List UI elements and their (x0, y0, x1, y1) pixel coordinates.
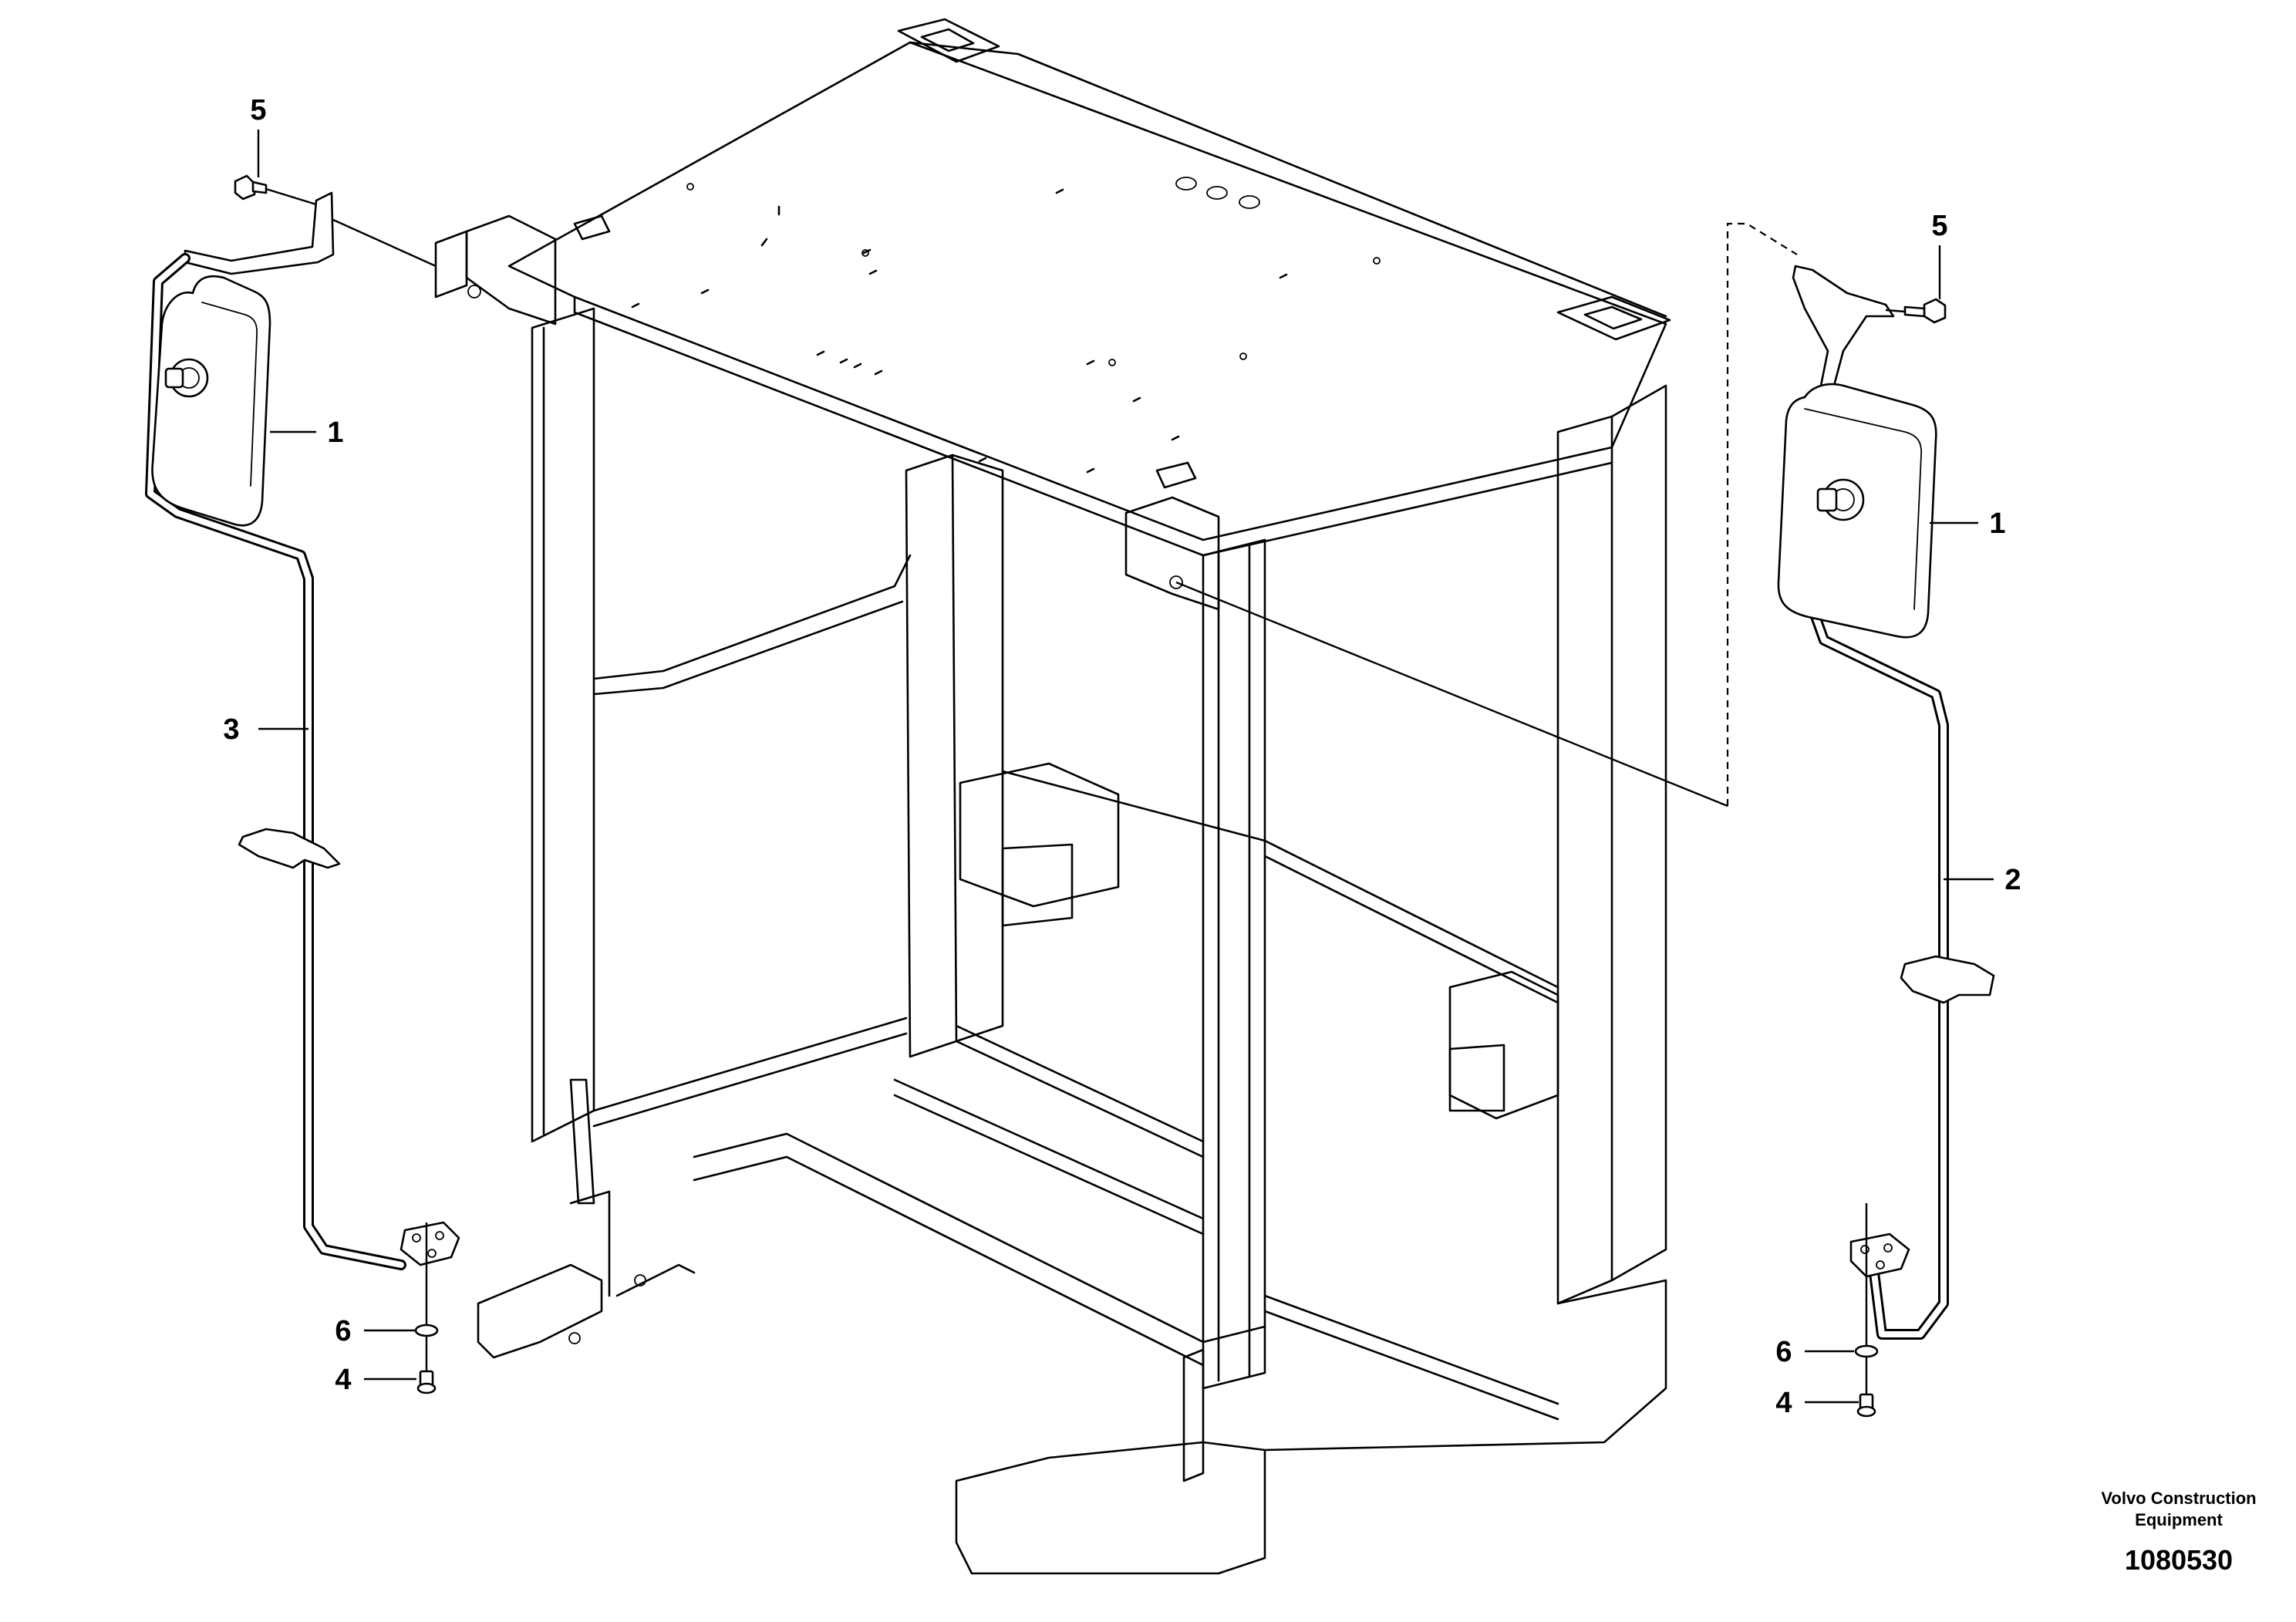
company-name-line1: Volvo Construction (2101, 1489, 2256, 1508)
cab-roof (507, 41, 1667, 541)
left-bottom-screw (416, 1370, 437, 1394)
left-mirror-assembly (145, 174, 460, 1394)
callout-right-mirror: 1 (1989, 508, 2005, 540)
left-foot (477, 1263, 603, 1359)
roof-holes (631, 177, 1381, 474)
left-mirror-arm (184, 191, 335, 275)
left-side-box (959, 762, 1120, 908)
rear-left-pillar (905, 454, 958, 1058)
rear-cross-member (955, 1024, 1205, 1143)
left-base-plate (400, 1221, 460, 1266)
left-front-pillar (531, 307, 595, 1143)
left-roof-mount (465, 214, 557, 325)
assembly-line-left (332, 218, 437, 268)
left-top-screw (234, 174, 268, 201)
right-base-plate (1849, 1233, 1910, 1278)
left-washer (414, 1324, 439, 1337)
callout-leaders (257, 130, 1994, 1404)
right-washer (1854, 1344, 1879, 1358)
company-name-line2: Equipment (2135, 1510, 2223, 1529)
right-mirror-assembly (1777, 265, 1995, 1418)
drawing-number: 1080530 (2125, 1544, 2233, 1576)
callout-left-mirror-bracket: 3 (223, 713, 239, 746)
right-mirror-arm (1792, 265, 1895, 410)
callout-left-screw-top: 5 (250, 94, 266, 126)
callout-right-screw-top: 5 (1931, 210, 1947, 242)
right-rod-clamp (1900, 955, 1995, 1004)
floor-frame (693, 1132, 1266, 1344)
right-top-screw (1903, 298, 1947, 324)
window-rail (592, 554, 912, 680)
left-rod-clamp (238, 828, 341, 869)
cab-frame (434, 18, 1671, 1575)
callout-right-mirror-bracket: 2 (2004, 864, 2021, 896)
roof-corner-pad (1556, 295, 1671, 341)
right-bottom-screw (1856, 1393, 1876, 1418)
center-pillar (1202, 538, 1266, 1390)
right-roof-mount (1124, 496, 1220, 611)
assembly-line-right (1175, 581, 1728, 808)
callout-right-washer: 6 (1775, 1336, 1792, 1368)
side-rail-left (592, 1017, 908, 1112)
callout-right-screw-bottom: 4 (1775, 1387, 1792, 1419)
callout-left-mirror: 1 (327, 416, 343, 449)
front-step (955, 1441, 1266, 1575)
left-mirror-head (151, 275, 271, 527)
callout-left-washer: 6 (335, 1315, 351, 1347)
callout-left-screw-bottom: 4 (335, 1364, 351, 1396)
rear-right-pillar (1556, 415, 1613, 1305)
assembly-line-right-dashed (1726, 222, 1798, 806)
roof-corner-pad (897, 18, 1000, 63)
